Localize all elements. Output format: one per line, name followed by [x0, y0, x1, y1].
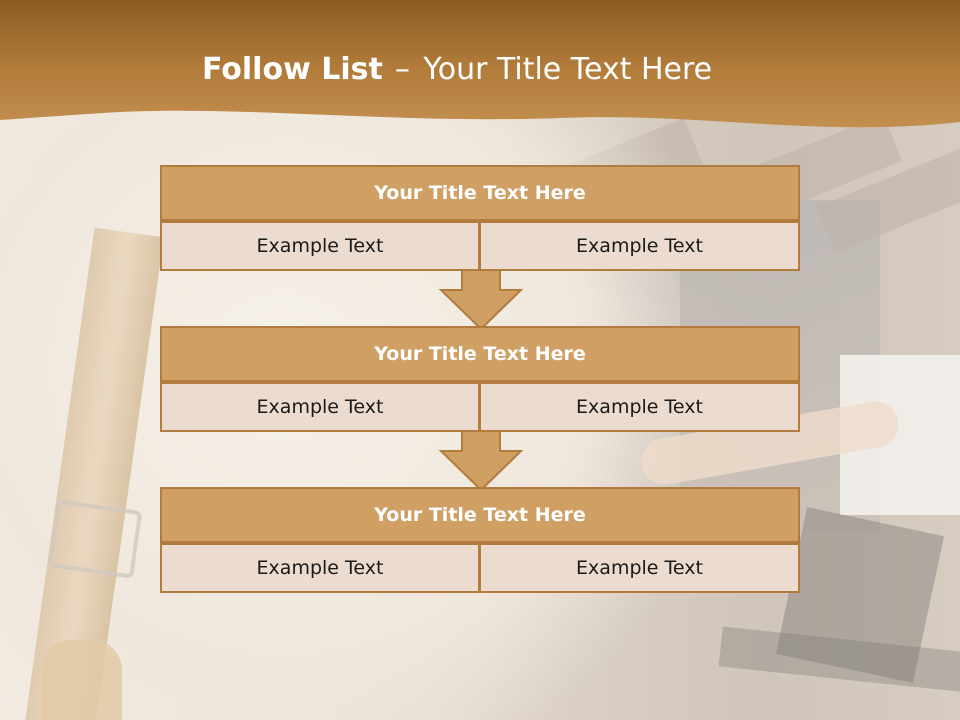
follow-block-1: Your Title Text Here Example Text Exampl…: [160, 165, 800, 271]
block-cell-right: Example Text: [480, 382, 800, 432]
block-title: Your Title Text Here: [160, 487, 800, 543]
page-title: Follow List– Your Title Text Here: [0, 52, 960, 87]
page-title-rest: Your Title Text Here: [423, 52, 713, 87]
block-title: Your Title Text Here: [160, 165, 800, 221]
block-cell-left: Example Text: [160, 382, 480, 432]
header-banner: [0, 0, 960, 128]
page-title-strong: Follow List: [202, 52, 383, 87]
block-title: Your Title Text Here: [160, 326, 800, 382]
down-arrow-icon: [438, 269, 524, 331]
block-row: Example Text Example Text: [160, 382, 800, 432]
follow-block-2: Your Title Text Here Example Text Exampl…: [160, 326, 800, 432]
block-cell-right: Example Text: [480, 543, 800, 593]
block-cell-right: Example Text: [480, 221, 800, 271]
block-cell-left: Example Text: [160, 543, 480, 593]
follow-block-3: Your Title Text Here Example Text Exampl…: [160, 487, 800, 593]
block-row: Example Text Example Text: [160, 543, 800, 593]
page-title-separator: –: [394, 52, 410, 87]
block-row: Example Text Example Text: [160, 221, 800, 271]
down-arrow-icon: [438, 430, 524, 492]
block-cell-left: Example Text: [160, 221, 480, 271]
